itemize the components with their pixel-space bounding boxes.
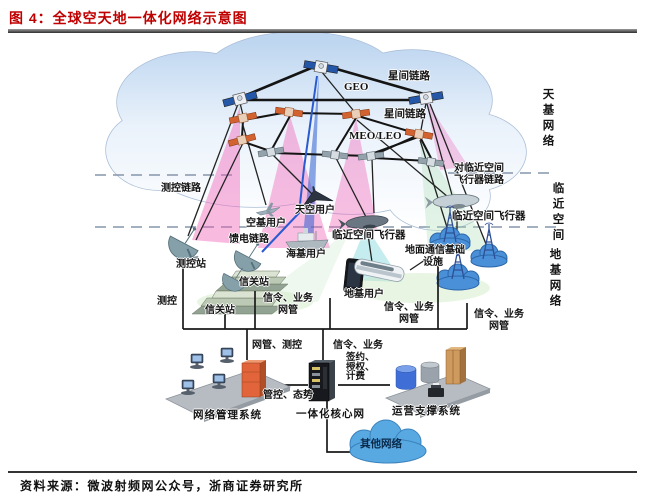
label-signaling-b: 信令、业务 网管 bbox=[382, 302, 436, 325]
zone-label-space: 天基网络 bbox=[541, 88, 554, 150]
leo-satellite-4 bbox=[417, 157, 445, 167]
air-vehicles bbox=[255, 186, 480, 230]
blue-beam bbox=[301, 74, 319, 256]
database-cylinder-blue bbox=[395, 365, 417, 390]
label-near-space-vehicle-right: 临近空间飞行器 bbox=[452, 211, 526, 222]
label-meoleo: MEO/LEO bbox=[349, 130, 402, 142]
source-note: 资料来源：微波射频网公众号，浙商证券研究所 bbox=[20, 479, 304, 493]
zone-label-ground: 地基网络 bbox=[548, 248, 561, 310]
label-signaling-b-line2: 网管 bbox=[399, 313, 419, 325]
bottom-systems bbox=[164, 347, 492, 464]
airship-right bbox=[424, 193, 480, 209]
label-network-mgmt-system: 网络管理系统 bbox=[193, 410, 262, 421]
ttc-station-dish bbox=[168, 227, 199, 263]
leo-satellite-3 bbox=[357, 151, 385, 161]
label-ttc: 测控 bbox=[157, 296, 177, 307]
geo-satellite-1 bbox=[222, 90, 258, 108]
label-gateway-lower: 信关站 bbox=[205, 305, 235, 316]
label-ground-infra-line1: 地面通信基础 bbox=[405, 245, 465, 256]
label-geo: GEO bbox=[344, 81, 369, 93]
downlink-lines bbox=[187, 70, 489, 271]
sea-user-ship bbox=[285, 228, 329, 252]
orange-server-cabinet bbox=[241, 360, 266, 398]
air-user-aircraft bbox=[255, 202, 281, 217]
label-ttc-station: 测控站 bbox=[176, 259, 206, 270]
label-feeder-link: 馈电链路 bbox=[229, 234, 269, 245]
terminal-icons bbox=[181, 347, 234, 395]
label-signaling-b-line1: 信令、业务 bbox=[384, 302, 434, 313]
label-signaling-c: 信令、业务 网管 bbox=[472, 309, 526, 332]
label-signaling-a-line1: 信令、业务 bbox=[263, 293, 313, 304]
label-signaling-a: 信令、业务 网管 bbox=[261, 293, 315, 316]
label-ttc-link: 测控链路 bbox=[161, 183, 201, 194]
label-ground-user: 地基用户 bbox=[344, 289, 384, 300]
geo-satellite-3 bbox=[408, 91, 444, 105]
label-ground-infra: 地面通信基础 设施 bbox=[405, 245, 465, 268]
label-mgmt-situation: 管控、态势 bbox=[263, 390, 313, 401]
meo-satellite-5 bbox=[227, 133, 257, 147]
label-isl-top: 星间链路 bbox=[388, 71, 430, 82]
label-contract: 签约、 授权、 计费 bbox=[346, 353, 375, 383]
title-divider bbox=[8, 29, 637, 33]
label-near-space-link: 对临近空间 飞行器链路 bbox=[446, 163, 512, 186]
ground-user-train bbox=[354, 258, 405, 282]
link-lines bbox=[187, 64, 489, 271]
label-contract-line2: 授权、 bbox=[346, 362, 375, 373]
meo-satellite-2 bbox=[274, 106, 304, 118]
label-near-space-link-line2: 飞行器链路 bbox=[454, 174, 504, 186]
footer-divider bbox=[8, 471, 637, 473]
meo-satellite-1 bbox=[228, 111, 258, 125]
operation-support-system bbox=[384, 347, 492, 418]
label-signaling-a-line2: 网管 bbox=[278, 304, 298, 316]
label-ground-infra-line2: 设施 bbox=[423, 256, 443, 268]
label-signaling-c-line2: 网管 bbox=[489, 320, 509, 332]
label-near-space-vehicle-left: 临近空间飞行器 bbox=[332, 230, 406, 241]
sky-user-aircraft bbox=[301, 186, 334, 208]
label-contract-line1: 签约、 bbox=[346, 353, 375, 363]
label-nm-ttc: 网管、测控 bbox=[252, 340, 302, 351]
leo-satellite-2 bbox=[321, 150, 349, 160]
airship-left bbox=[338, 215, 389, 230]
label-signaling-c-line1: 信令、业务 bbox=[474, 309, 524, 320]
label-isl-mid: 星间链路 bbox=[384, 109, 426, 120]
network-mgmt-system bbox=[164, 347, 292, 422]
label-sea-user: 海基用户 bbox=[286, 249, 326, 260]
zone-label-near-space: 临近空间 bbox=[551, 182, 564, 244]
label-oss: 运营支撑系统 bbox=[392, 406, 461, 417]
label-signaling-d: 信令、业务 bbox=[333, 340, 383, 351]
pink-beam-right bbox=[426, 100, 468, 170]
meo-satellite-3 bbox=[341, 108, 371, 120]
database-cylinder-gray bbox=[420, 361, 440, 384]
label-near-space-link-line1: 对临近空间 bbox=[454, 163, 504, 174]
geo-satellite-2 bbox=[303, 60, 339, 74]
label-core-network: 一体化核心网 bbox=[296, 409, 365, 420]
other-network-cloud bbox=[349, 419, 427, 464]
satellites bbox=[222, 60, 445, 167]
label-contract-line3: 计费 bbox=[346, 372, 366, 382]
feeder-link-line bbox=[261, 75, 318, 253]
ground-infra-towers bbox=[429, 205, 508, 291]
label-other-network: 其他网络 bbox=[360, 439, 402, 450]
label-gateway-upper: 信关站 bbox=[239, 277, 269, 288]
label-air-user: 空基用户 bbox=[246, 218, 286, 229]
printer-device bbox=[428, 383, 444, 397]
figure-title: 图 4：全球空天地一体化网络示意图 bbox=[9, 10, 248, 26]
leo-satellite-1 bbox=[257, 146, 285, 158]
tan-cabinet bbox=[445, 347, 466, 385]
geo-isl-lines bbox=[243, 64, 425, 102]
core-network-cabinet bbox=[308, 360, 335, 402]
meo-satellite-4 bbox=[404, 128, 434, 140]
label-sky-user: 天空用户 bbox=[295, 205, 335, 216]
pink-beam-airship bbox=[328, 118, 378, 232]
